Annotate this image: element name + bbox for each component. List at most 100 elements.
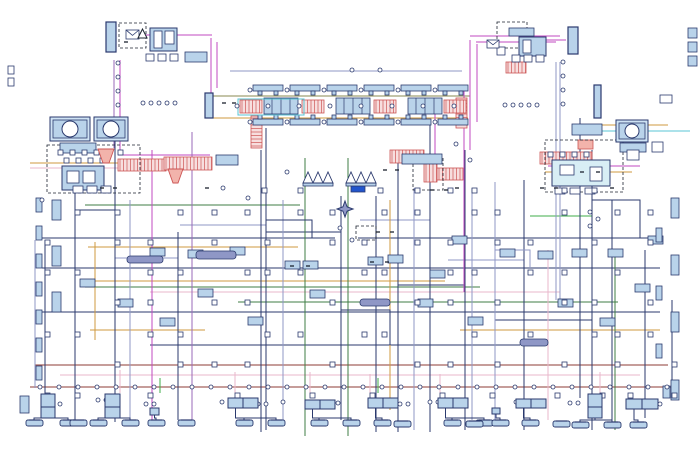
marker-circle (151, 384, 157, 390)
window-stub (670, 254, 680, 276)
bottom-assembly (149, 407, 160, 416)
marker-circle (56, 384, 62, 390)
bottom-assembly (319, 399, 336, 410)
marker-circle (113, 384, 119, 390)
beam-stub (273, 90, 279, 96)
corridor-beam (289, 118, 321, 126)
wire-elbow (341, 309, 391, 345)
terminal-box (157, 53, 167, 62)
dashed-enclosure (118, 22, 147, 49)
assembly-foot (342, 419, 361, 427)
marker-circle (526, 102, 532, 108)
marker-circle (358, 103, 364, 109)
bottom-assembly (382, 397, 399, 409)
terminal-box (7, 77, 15, 87)
window-stub (35, 253, 43, 269)
marker-circle (588, 384, 594, 390)
marker-circle (550, 384, 556, 390)
junction-box (381, 209, 388, 216)
junction-box (329, 299, 336, 306)
junction-box (527, 239, 534, 246)
assembly-foot (393, 420, 412, 428)
component-box (302, 260, 319, 270)
marker-circle (140, 100, 146, 106)
marker-circle (645, 384, 651, 390)
junction-box (559, 151, 566, 158)
corridor-beam (400, 84, 432, 92)
marker-circle (234, 103, 240, 109)
component-box (367, 256, 384, 266)
marker-circle (337, 225, 343, 231)
equipment-inner (522, 39, 532, 54)
marker-circle (455, 384, 461, 390)
assembly-conn (594, 418, 613, 422)
component-box (247, 316, 264, 326)
escalator-hatch (239, 99, 263, 114)
junction-box (329, 239, 336, 246)
marker-circle (567, 400, 573, 406)
window-stub (687, 27, 698, 39)
junction-box (561, 209, 568, 216)
sawtooth-profile (322, 170, 334, 184)
riser-bar (593, 84, 602, 119)
junction-box (81, 149, 88, 156)
fan-blade (61, 120, 79, 138)
sawtooth-profile (365, 170, 377, 184)
terminal-box (169, 53, 179, 62)
bottom-assembly (530, 398, 547, 409)
junction-box (561, 361, 568, 368)
assembly-foot (571, 421, 590, 429)
corridor-beam (326, 118, 358, 126)
junction-box (361, 239, 368, 246)
window-stub (670, 197, 680, 219)
beam-stub (442, 114, 448, 120)
junction-box (527, 269, 534, 276)
junction-box (547, 151, 554, 158)
marker-circle (389, 103, 395, 109)
marker-circle (335, 400, 341, 406)
window-stub (35, 309, 43, 325)
junction-box (647, 239, 654, 246)
terminal-box (145, 53, 155, 62)
bottom-assembly (304, 399, 321, 410)
marker-circle (189, 384, 195, 390)
marker-circle (502, 102, 508, 108)
terminal-box (659, 94, 673, 104)
junction-box (114, 361, 121, 368)
riser-bar (204, 92, 214, 119)
component-box (451, 235, 468, 245)
junction-box (471, 269, 478, 276)
assembly-foot (89, 419, 108, 427)
marker-circle (349, 67, 355, 73)
component-capsule (195, 250, 237, 260)
corridor-beam (400, 118, 432, 126)
marker-circle (512, 384, 518, 390)
corridor-beam (252, 118, 284, 126)
fan-blade (102, 120, 120, 138)
junction-box (591, 239, 598, 246)
marker-circle (417, 384, 423, 390)
riser-bar (105, 21, 117, 53)
junction-box (471, 187, 478, 194)
marker-circle (358, 87, 364, 93)
beam-stub (331, 114, 337, 120)
junction-box (244, 361, 251, 368)
component-box (215, 154, 239, 166)
beam-stub (294, 90, 300, 96)
marker-circle (75, 384, 81, 390)
beam-stub (310, 90, 316, 96)
bottom-assembly (40, 393, 56, 408)
marker-circle (377, 67, 383, 73)
window-stub (19, 395, 30, 414)
junction-box (244, 269, 251, 276)
marker-circle (247, 119, 253, 125)
window-stub (687, 41, 698, 53)
junction-box (591, 299, 598, 306)
marker-circle (303, 384, 309, 390)
assembly-conn (523, 408, 531, 420)
junction-box (494, 209, 501, 216)
marker-circle (427, 399, 433, 405)
marker-circle (321, 87, 327, 93)
